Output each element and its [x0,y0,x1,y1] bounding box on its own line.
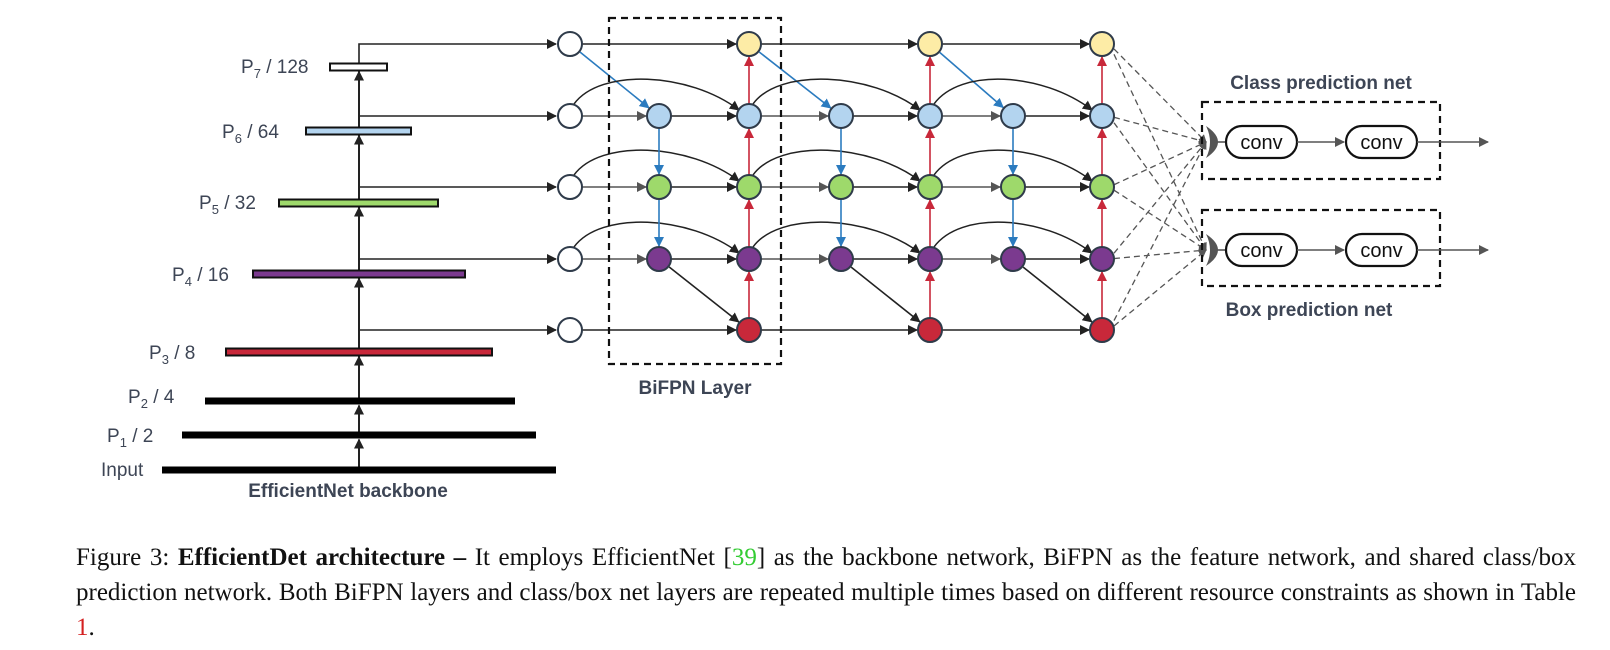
backbone-bar-p7 [329,62,388,72]
box-net-label: Box prediction net [1226,300,1393,321]
head-input-edge [1113,249,1207,327]
backbone-label-input: Input [101,460,144,481]
backbone-bar-p6 [305,126,412,136]
backbone-bar-p4 [252,269,466,279]
bifpn-edge [933,149,1093,182]
bifpn-node-p4 [917,246,943,272]
bifpn-node-p4 [1089,246,1115,272]
backbone-feed-edge [358,254,557,271]
bifpn-edge [933,78,1093,111]
bifpn-edge [850,266,921,323]
backbone-feed-edge [358,39,557,64]
bifpn-node-p4 [736,246,762,272]
class-head-merge [1206,126,1218,158]
backbone-bar-p5 [278,198,439,208]
backbone-label-p5: P5 / 32 [199,193,256,217]
head-input-edge [1113,54,1207,251]
bifpn-node-p6 [1000,103,1026,129]
caption-title: EfficientDet architecture – [177,544,467,571]
head-input-edge [1113,189,1207,251]
bifpn-node-p5 [917,174,943,200]
backbone-title: EfficientNet backbone [248,481,448,502]
box-conv-label-1: conv [1240,240,1282,262]
head-input-edge [1113,122,1207,251]
bifpn-node-p5 [828,174,854,200]
bifpn-edge [939,51,1004,109]
bifpn-layer-box [607,16,783,366]
box-conv-label-2: conv [1360,240,1402,262]
bifpn-node-p6 [646,103,672,129]
head-input-edge [1113,246,1207,260]
bifpn-node-p3 [1089,317,1115,343]
class-net-box [1200,100,1442,181]
caption-text-3: . [88,614,95,641]
caption-text-2: ] as the backbone network, BiFPN as the … [76,544,1576,606]
backbone-feed-edge [358,325,557,349]
bifpn-node-p7 [917,31,943,57]
bifpn-input-node-p3 [557,317,583,343]
bifpn-node-p3 [917,317,943,343]
caption-ref-table[interactable]: 1 [76,614,89,641]
backbone-label-p6: P6 / 64 [222,122,279,146]
bifpn-edge [573,78,740,111]
bifpn-node-p5 [1089,174,1115,200]
caption-ref-citation[interactable]: 39 [731,544,757,571]
bifpn-node-p6 [828,103,854,129]
bifpn-edge [573,149,740,182]
head-input-edge [1113,141,1207,321]
bifpn-edge [752,149,921,182]
backbone-feed-edge [358,111,557,128]
figure-caption: Figure 3: EfficientDet architecture – It… [76,540,1576,645]
backbone-label-p4: P4 / 16 [172,265,229,289]
backbone-label-p7: P7 / 128 [241,57,308,81]
backbone-label-p2: P2 / 4 [128,387,175,411]
class-net-label: Class prediction net [1230,73,1412,94]
bifpn-edge [758,51,832,109]
caption-text-1: It employs EfficientNet [ [466,544,732,571]
class-conv-label-2: conv [1360,132,1402,154]
bifpn-input-node-p4 [557,246,583,272]
bifpn-layer-label: BiFPN Layer [639,378,753,399]
architecture-diagram: Input P1 / 2 P2 / 4 P3 / 8 P4 / 16 P5 / 32 P6 … [101,16,1489,502]
bifpn-node-p4 [828,246,854,272]
bifpn-node-p5 [646,174,672,200]
bifpn-node-p4 [1000,246,1026,272]
head-input-edge [1113,48,1207,143]
bifpn-edge [933,221,1093,254]
bifpn-node-p6 [1089,103,1115,129]
bifpn-edge [573,221,740,254]
bifpn-input-node-p6 [557,103,583,129]
bifpn-node-p6 [736,103,762,129]
caption-figure-number: Figure 3: [76,544,178,571]
box-head-merge [1206,234,1218,266]
backbone-bar-input [162,466,556,474]
backbone-label-p1: P1 / 2 [107,426,153,450]
bifpn-node-p4 [646,246,672,272]
bifpn-node-p7 [1089,31,1115,57]
class-conv-label-1: conv [1240,132,1282,154]
bifpn-node-p7 [736,31,762,57]
bifpn-node-p3 [736,317,762,343]
backbone-bar-p1 [182,431,536,439]
bifpn-edge [579,51,650,109]
box-net-box [1200,208,1442,288]
backbone-bar-p3 [225,347,493,357]
bifpn-edge [752,78,921,111]
head-input-edge [1113,141,1207,186]
backbone-bar-p2 [205,397,515,405]
bifpn-node-p5 [736,174,762,200]
bifpn-edge [668,266,740,323]
head-input-edge [1113,116,1207,145]
bifpn-edge [752,221,921,254]
bifpn-edge [1022,266,1093,323]
bifpn-input-node-p7 [557,31,583,57]
bifpn-node-p5 [1000,174,1026,200]
bifpn-input-node-p5 [557,174,583,200]
backbone-feed-edge [358,182,557,200]
backbone-label-p3: P3 / 8 [149,343,195,367]
bifpn-node-p6 [917,103,943,129]
head-input-edge [1113,141,1207,254]
